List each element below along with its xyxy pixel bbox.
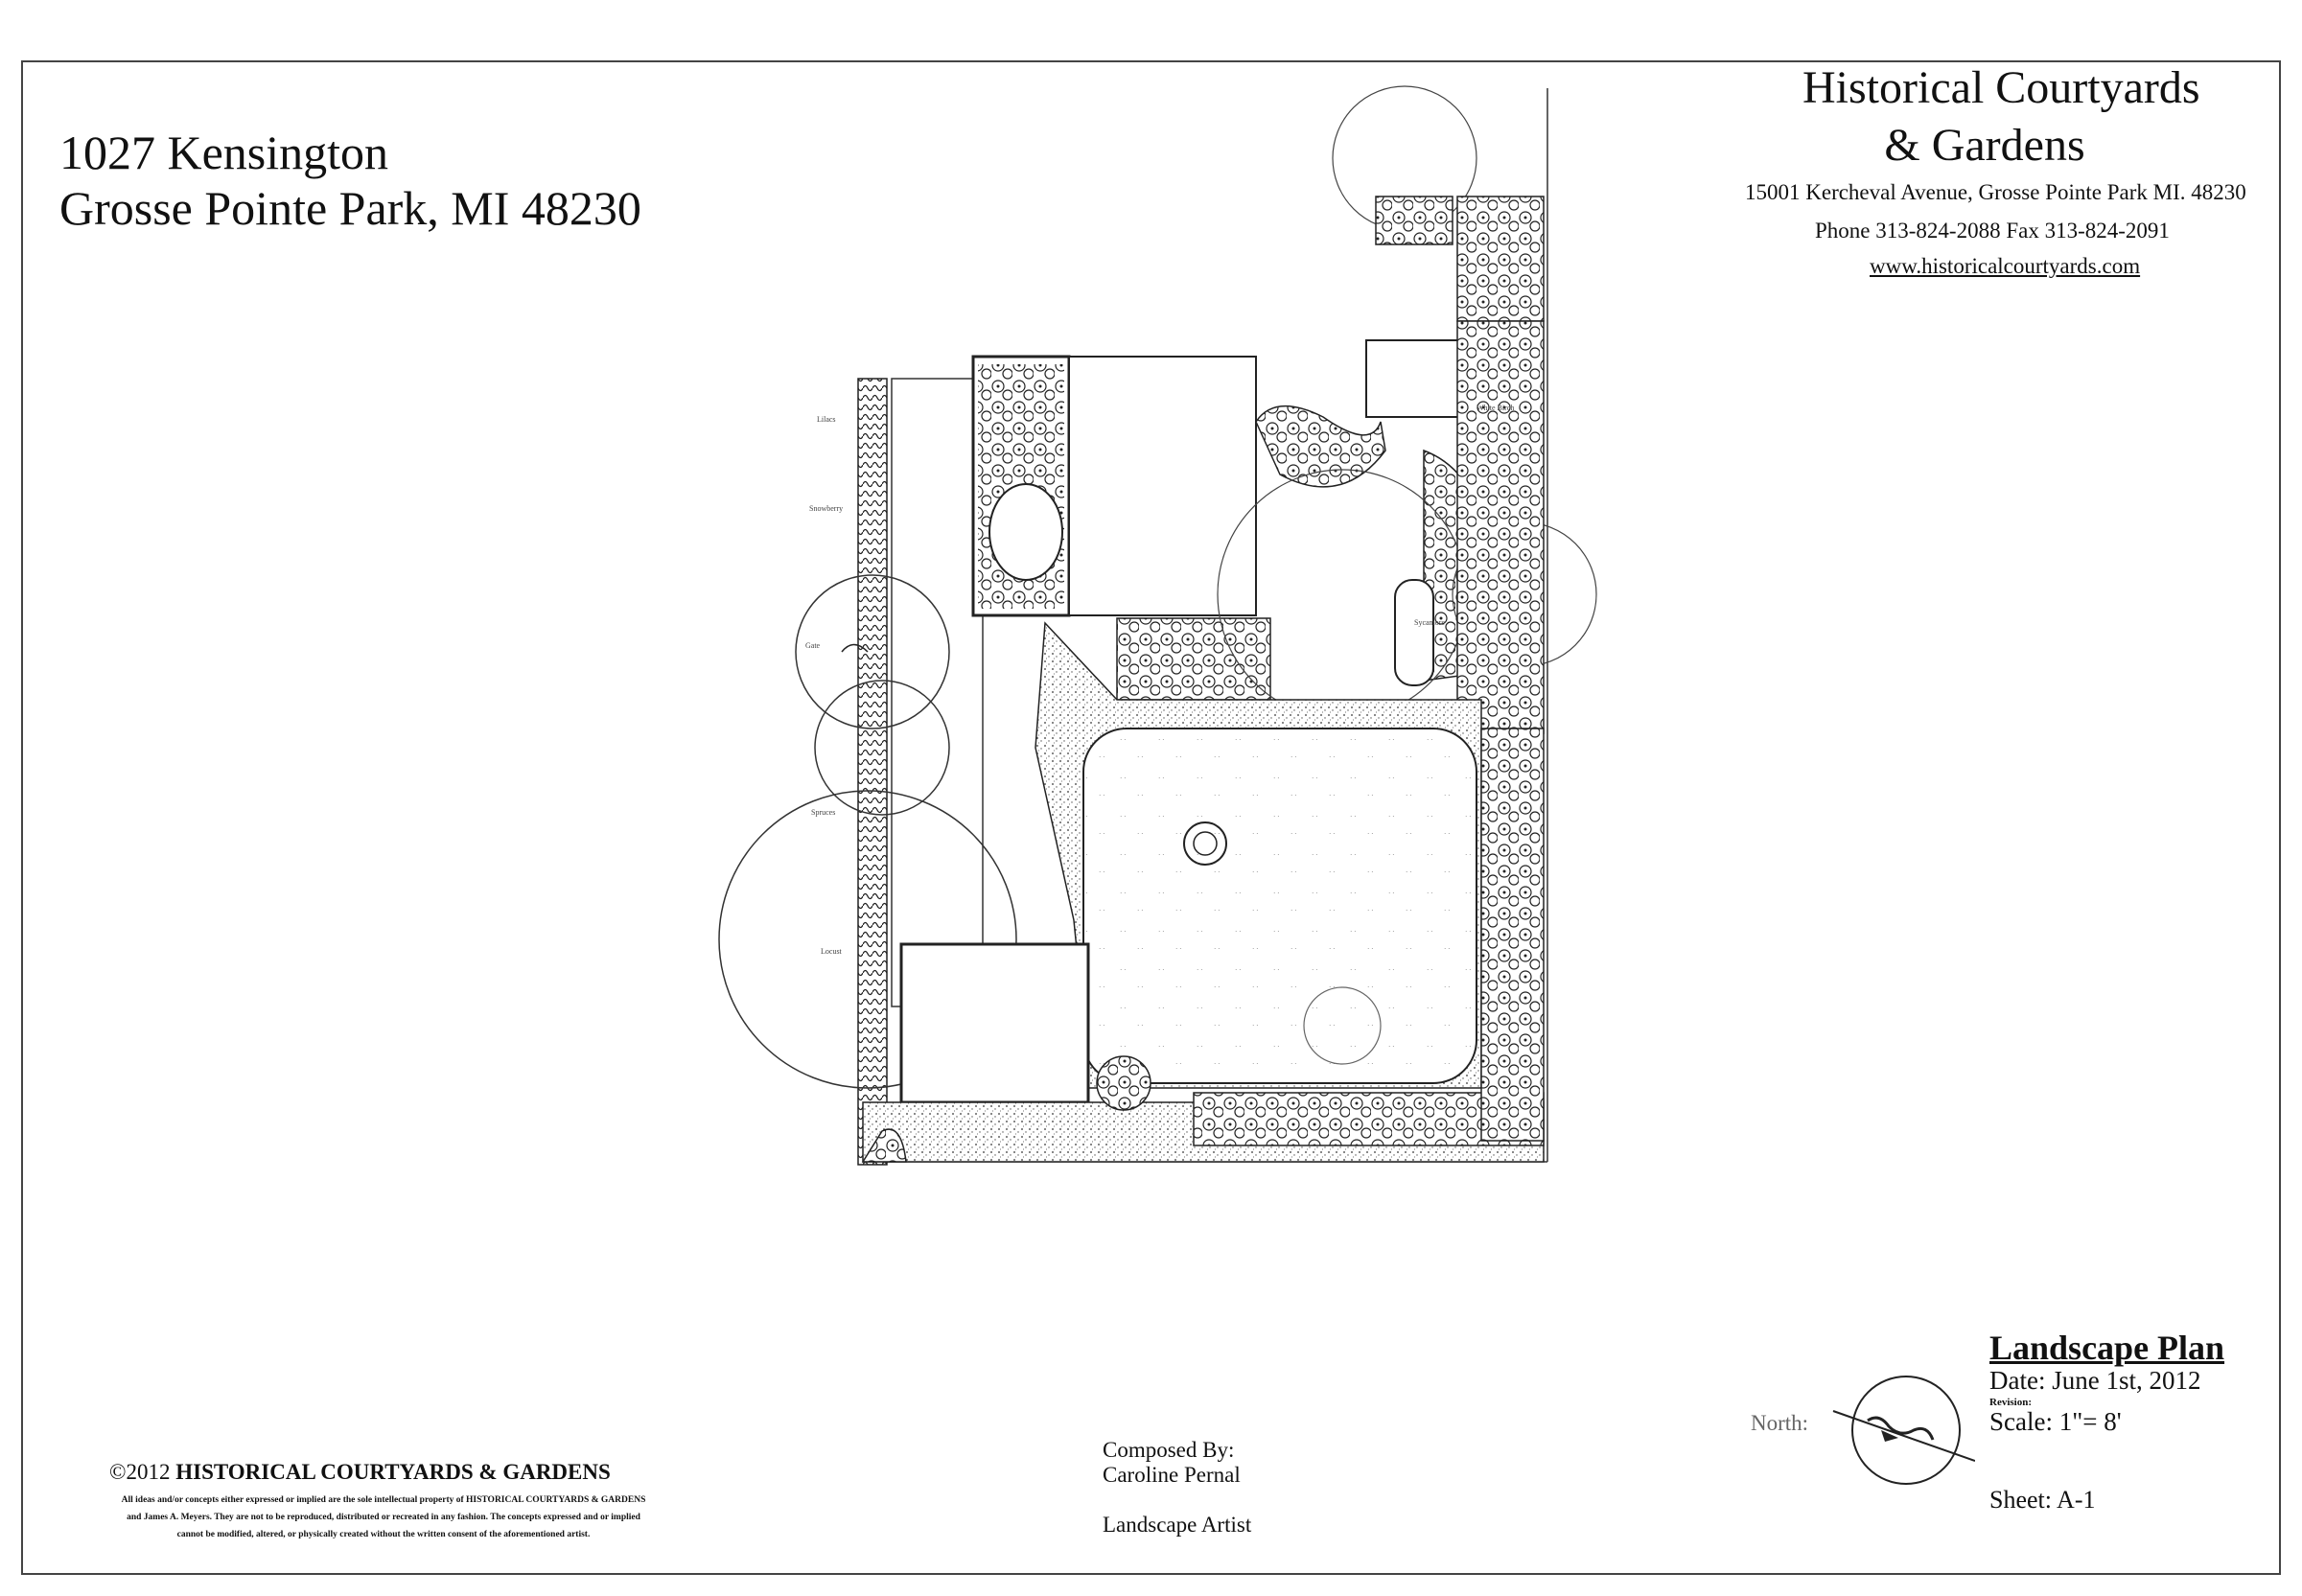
label-snowberry: Snowberry	[809, 504, 843, 513]
lawn-fountain	[1183, 821, 1227, 866]
company-name-line2: & Gardens	[1884, 120, 2085, 171]
locust-canopy	[718, 790, 1017, 1089]
copyright-owner: HISTORICAL COURTYARDS & GARDENS	[175, 1460, 611, 1484]
north-label: North:	[1751, 1411, 1809, 1435]
label-lilacs: Lilacs	[817, 415, 836, 424]
artist-name: Caroline Pernal	[1103, 1463, 1241, 1487]
company-address: 15001 Kercheval Avenue, Grosse Pointe Pa…	[1745, 180, 2246, 204]
east-border-bed	[1456, 320, 1545, 734]
disclaimer-line-2: and James A. Meyers. They are not to be …	[127, 1513, 640, 1522]
sheet-title: Landscape Plan	[1989, 1329, 2225, 1367]
spruce-canopy-2	[814, 680, 950, 816]
east-patio-pad	[1394, 579, 1434, 686]
company-phone: Phone 313-824-2088 Fax 313-824-2091	[1815, 219, 2170, 243]
east-steps	[1365, 339, 1463, 418]
house-front-bed	[1116, 617, 1271, 701]
west-wing-patio	[988, 483, 1063, 581]
copyright-notice: ©2012 HISTORICAL COURTYARDS & GARDENS	[109, 1460, 611, 1485]
company-name-line1: Historical Courtyards	[1802, 62, 2200, 113]
label-gate: Gate	[805, 641, 821, 650]
gate-swing	[841, 643, 869, 653]
project-address-city: Grosse Pointe Park, MI 48230	[59, 181, 641, 235]
lawn-feature-circle	[1303, 986, 1382, 1065]
east-curved-bed	[1255, 405, 1386, 488]
sheet-revision: Revision:	[1989, 1397, 2032, 1408]
sheet-number: Sheet: A-1	[1989, 1486, 2096, 1514]
sheet-border	[21, 60, 2281, 1575]
landscape-plan-drawing: · · · ·	[718, 85, 1597, 1166]
sheet-date: Date: June 1st, 2012	[1989, 1366, 2201, 1395]
northeast-shrub-cluster	[1456, 196, 1545, 322]
lawn	[1082, 728, 1477, 1084]
artist-role: Landscape Artist	[1103, 1513, 1252, 1537]
west-hedge	[857, 378, 888, 1166]
house-center	[1068, 356, 1257, 616]
label-white-birch: White Birch	[1477, 404, 1514, 412]
label-locust: Locust	[821, 947, 843, 956]
south-accent-shrub	[1096, 1055, 1151, 1111]
sheet-scale: Scale: 1"= 8'	[1989, 1407, 2122, 1436]
garage	[899, 942, 1090, 1104]
company-website-link[interactable]: www.historicalcourtyards.com	[1870, 254, 2141, 278]
disclaimer-line-1: All ideas and/or concepts either express…	[121, 1495, 646, 1505]
southeast-border-bed	[1480, 728, 1545, 1142]
southwest-corner-planting	[861, 1128, 907, 1163]
composed-by-label: Composed By:	[1103, 1438, 1235, 1462]
project-address-street: 1027 Kensington	[59, 126, 389, 179]
copyright-year: ©2012	[109, 1460, 171, 1484]
label-sycamore: Sycamore	[1414, 618, 1445, 627]
label-spruces: Spruces	[811, 808, 835, 817]
spruce-canopy-1	[795, 574, 950, 729]
disclaimer-line-3: cannot be modified, altered, or physical…	[176, 1530, 591, 1539]
north-arrow-icon	[1832, 1376, 1975, 1485]
northeast-bed	[1375, 196, 1453, 245]
